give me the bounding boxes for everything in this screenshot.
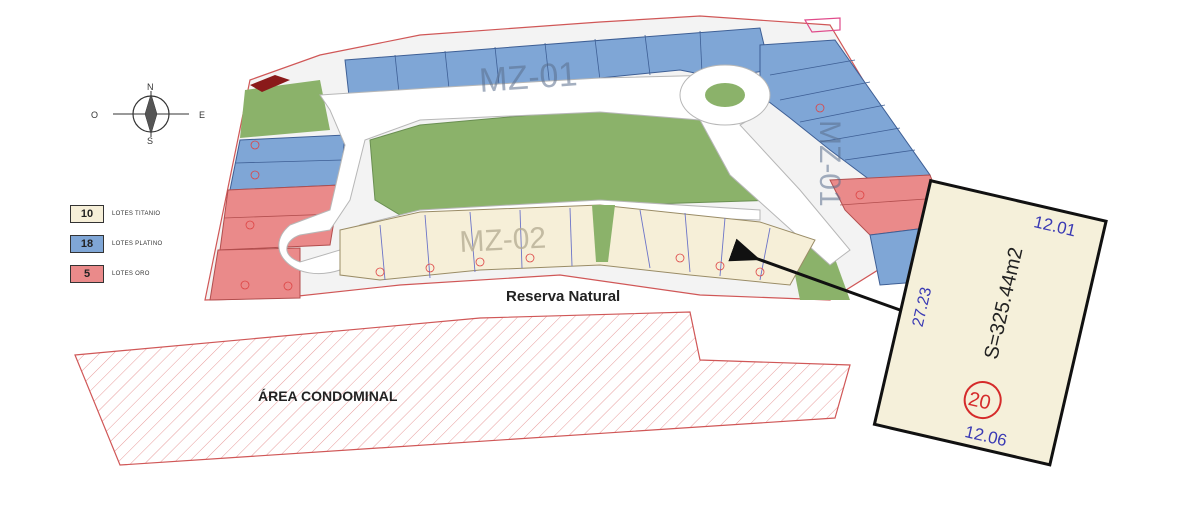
- legend-count-platino: 18: [70, 235, 104, 253]
- block-label-mz01: MZ-01: [478, 55, 579, 100]
- reserva-natural-label: Reserva Natural: [506, 288, 621, 305]
- compass-rose: N O E S: [91, 82, 212, 147]
- area-condominal: [74, 311, 851, 466]
- legend-count-oro: 5: [70, 265, 104, 283]
- green-left: [240, 80, 330, 138]
- area-condominal-label: ÁREA CONDOMINAL: [258, 388, 398, 404]
- entrance-marker: [803, 17, 841, 33]
- green-strip: [592, 205, 615, 262]
- legend-item-oro: 5 LOTES ORO: [70, 265, 220, 283]
- compass-north: N: [147, 82, 154, 92]
- block-label-mz02: MZ-02: [459, 221, 547, 258]
- legend-label-platino: LOTES PLATINO: [112, 241, 163, 247]
- legend-label-oro: LOTES ORO: [112, 271, 150, 277]
- legend-label-titanio: LOTES TITANIO: [112, 211, 161, 217]
- legend-item-platino: 18 LOTES PLATINO: [70, 235, 220, 253]
- block-label-mz01-right: MZ-01: [813, 120, 846, 207]
- block-left-oro-low: [209, 247, 301, 301]
- lot-detail-inset: 12.01 27.23 S=325.44m2 20 12.06: [872, 178, 1108, 467]
- roundabout-island: [705, 83, 745, 107]
- compass-south: S: [147, 136, 154, 146]
- compass-icon: [113, 91, 189, 137]
- legend-count-titanio: 10: [70, 205, 104, 223]
- compass-west: O: [91, 110, 99, 120]
- inset-lot-number: 20: [966, 388, 993, 414]
- compass-east: E: [199, 110, 206, 120]
- lot-number-circle: [963, 381, 1002, 420]
- lot-legend: 10 LOTES TITANIO 18 LOTES PLATINO 5 LOTE…: [70, 205, 220, 295]
- block-mz02-titanio: [339, 204, 816, 286]
- legend-item-titanio: 10 LOTES TITANIO: [70, 205, 220, 223]
- pointer-arrow: [728, 238, 901, 312]
- entrance-left: [250, 75, 290, 92]
